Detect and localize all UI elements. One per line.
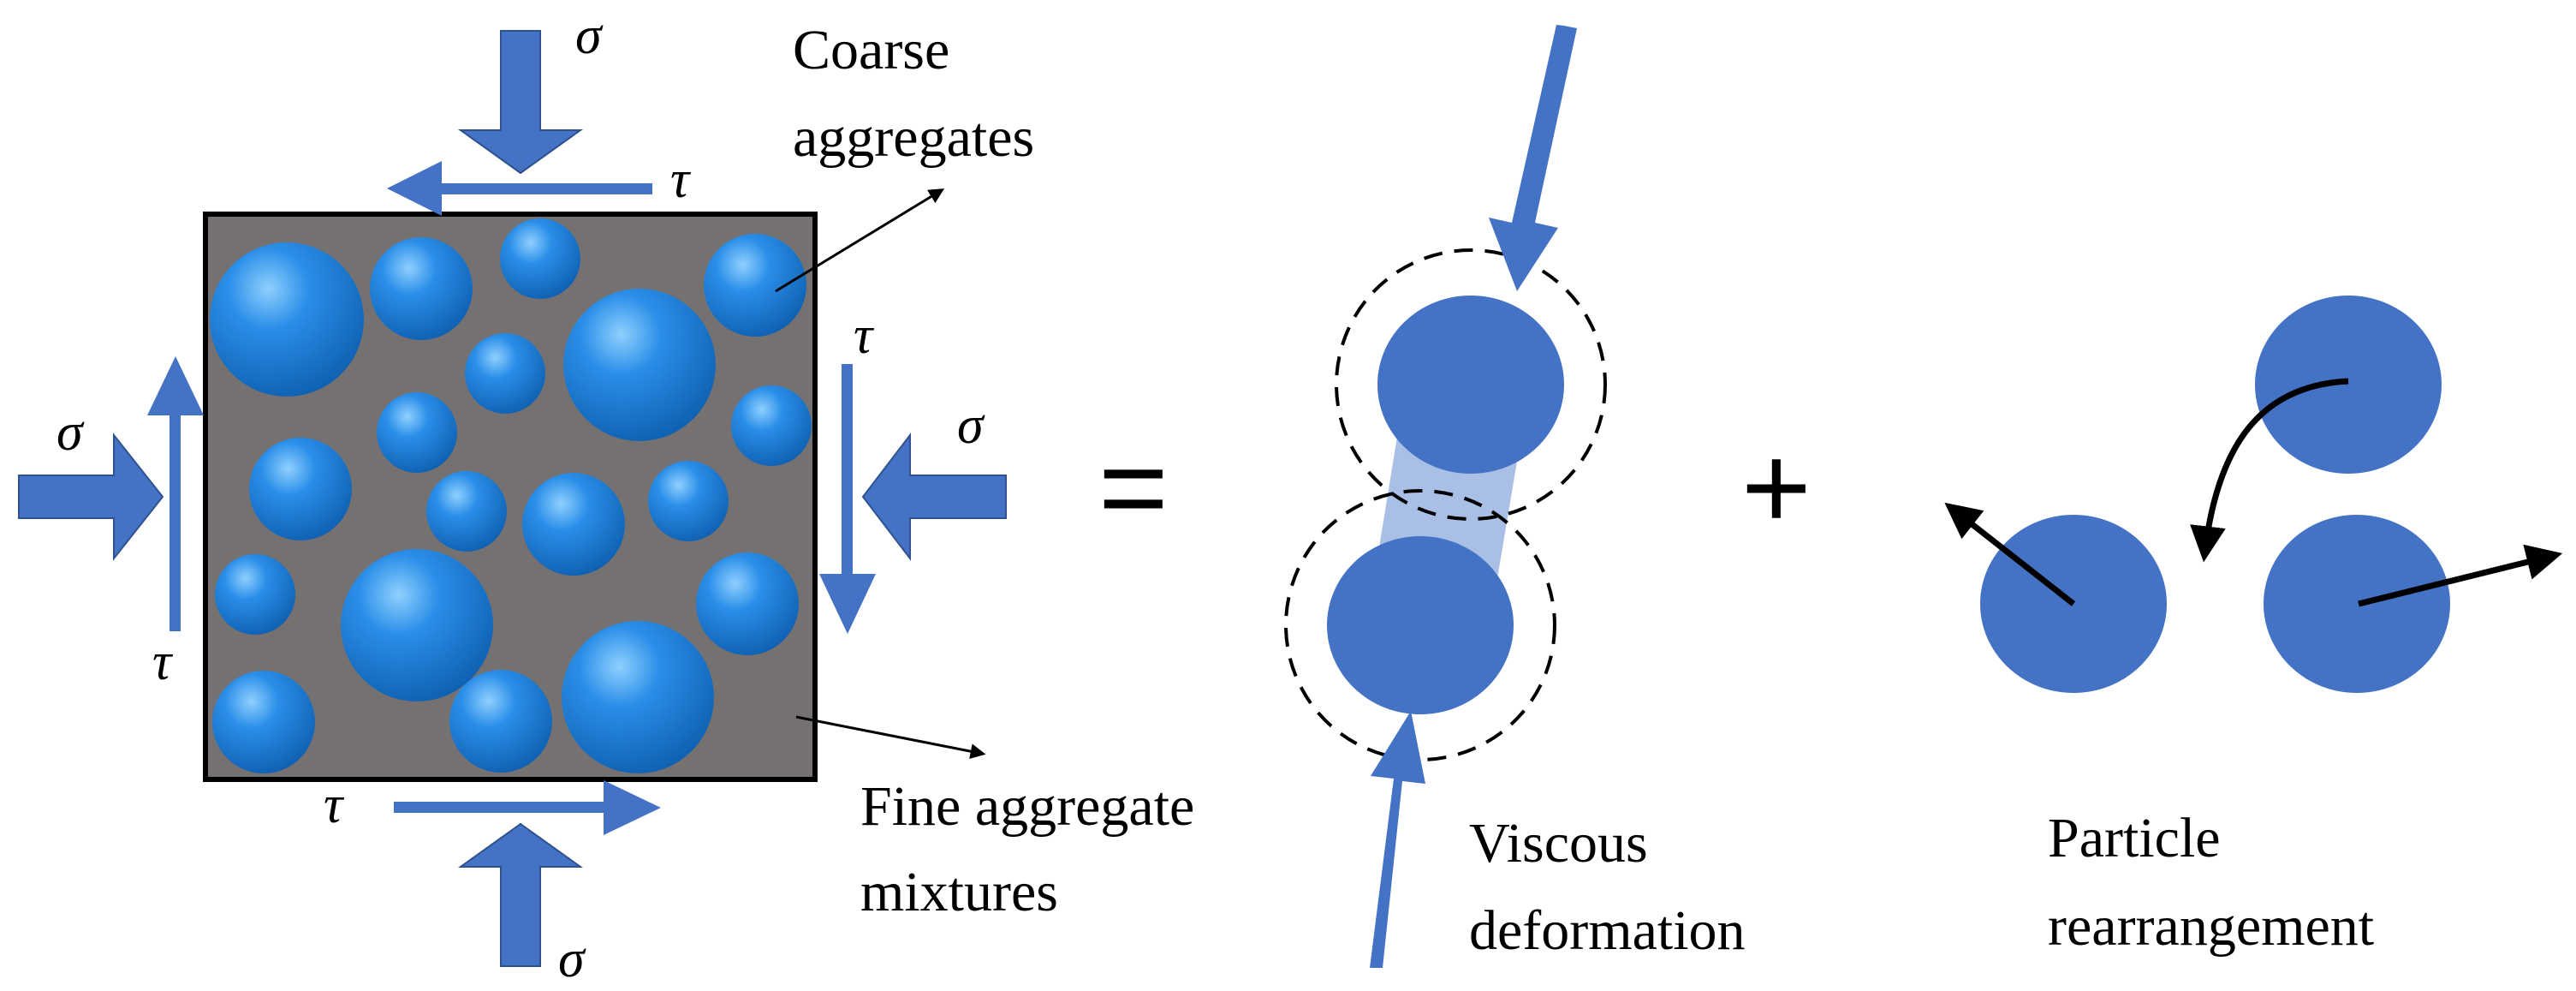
sigma-bottom-label: σ [558, 930, 586, 988]
coarse-aggregate-particle [522, 473, 625, 576]
fine-aggregate-label-line2: mixtures [860, 861, 1058, 923]
coarse-aggregate-particle [215, 554, 295, 635]
coarse-aggregate-particle [696, 552, 799, 655]
callouts: Coarse aggregates Fine aggregate mixture… [775, 19, 1194, 923]
particle-label-line2: rearrangement [2048, 895, 2374, 958]
normal-stress-arrows [18, 30, 1007, 967]
coarse-aggregates-label-line1: Coarse [793, 19, 949, 81]
upper-particle [1377, 296, 1564, 474]
coarse-aggregates-label-line2: aggregates [793, 106, 1034, 169]
equals-sign: = [1098, 420, 1169, 554]
left-particle-motion-arrow [1944, 502, 2076, 606]
tau-top-label: τ [670, 151, 692, 209]
stress-symbols: σ σ σ σ τ τ τ τ [57, 7, 985, 988]
right-particle [2264, 515, 2450, 693]
plus-sign: + [1741, 420, 1812, 554]
sigma-top-label: σ [575, 7, 604, 65]
tau-bottom-label: τ [324, 776, 345, 834]
sigma-right-label: σ [957, 397, 985, 455]
coarse-aggregate-particle [648, 461, 729, 541]
left-normal-stress-arrow [18, 433, 164, 561]
fine-aggregate-label-line1: Fine aggregate [860, 775, 1194, 838]
coarse-aggregate-particle [465, 333, 545, 414]
coarse-aggregate-particle [563, 289, 716, 441]
right-shear-stress-arrow [819, 364, 876, 634]
coarse-aggregate-particle [562, 621, 714, 773]
top-shear-stress-arrow [387, 161, 652, 216]
right-particle-motion-arrow [2358, 544, 2563, 607]
particle-rearrangement-illustration: Particle rearrangement [1944, 296, 2563, 958]
top-normal-stress-arrow [457, 30, 584, 175]
coarse-aggregate-particle [370, 237, 473, 340]
lower-particle [1327, 536, 1514, 714]
top-particle-motion-arrow [2190, 378, 2349, 563]
viscous-deformation-illustration: Viscous deformation [1284, 25, 1746, 968]
coarse-aggregate-particles [210, 218, 812, 773]
tau-left-label: τ [152, 633, 174, 691]
coarse-aggregate-particle [249, 438, 352, 540]
coarse-aggregate-particle [426, 471, 507, 552]
left-shear-stress-arrow [147, 356, 204, 631]
bottom-normal-stress-arrow [457, 822, 584, 967]
bottom-shear-stress-arrow [394, 780, 661, 835]
coarse-aggregate-particle [731, 385, 812, 466]
coarse-aggregate-particle [704, 234, 806, 337]
top-particle [2255, 296, 2442, 474]
coarse-aggregate-particle [500, 218, 580, 299]
coarse-aggregate-particle [212, 671, 315, 773]
viscous-label-line1: Viscous [1469, 812, 1648, 875]
upper-load-arrow [1489, 25, 1577, 291]
coarse-aggregate-particle [449, 670, 552, 773]
coarse-aggregate-particle [210, 242, 364, 397]
coarse-aggregates-leader [775, 188, 945, 293]
lower-load-arrow [1370, 711, 1425, 968]
sigma-left-label: σ [57, 403, 85, 462]
coarse-aggregate-particle [341, 549, 493, 701]
sample-block [203, 212, 818, 782]
right-normal-stress-arrow [861, 433, 1007, 561]
lower-influence-zone [1284, 489, 1556, 761]
fine-aggregate-leader [795, 715, 986, 760]
shear-stress-arrows [147, 161, 876, 835]
viscous-label-line2: deformation [1469, 899, 1746, 962]
upper-influence-zone [1335, 248, 1607, 521]
particle-label-line1: Particle [2048, 807, 2221, 869]
tau-right-label: τ [854, 307, 875, 365]
coarse-aggregate-particle [377, 392, 457, 473]
